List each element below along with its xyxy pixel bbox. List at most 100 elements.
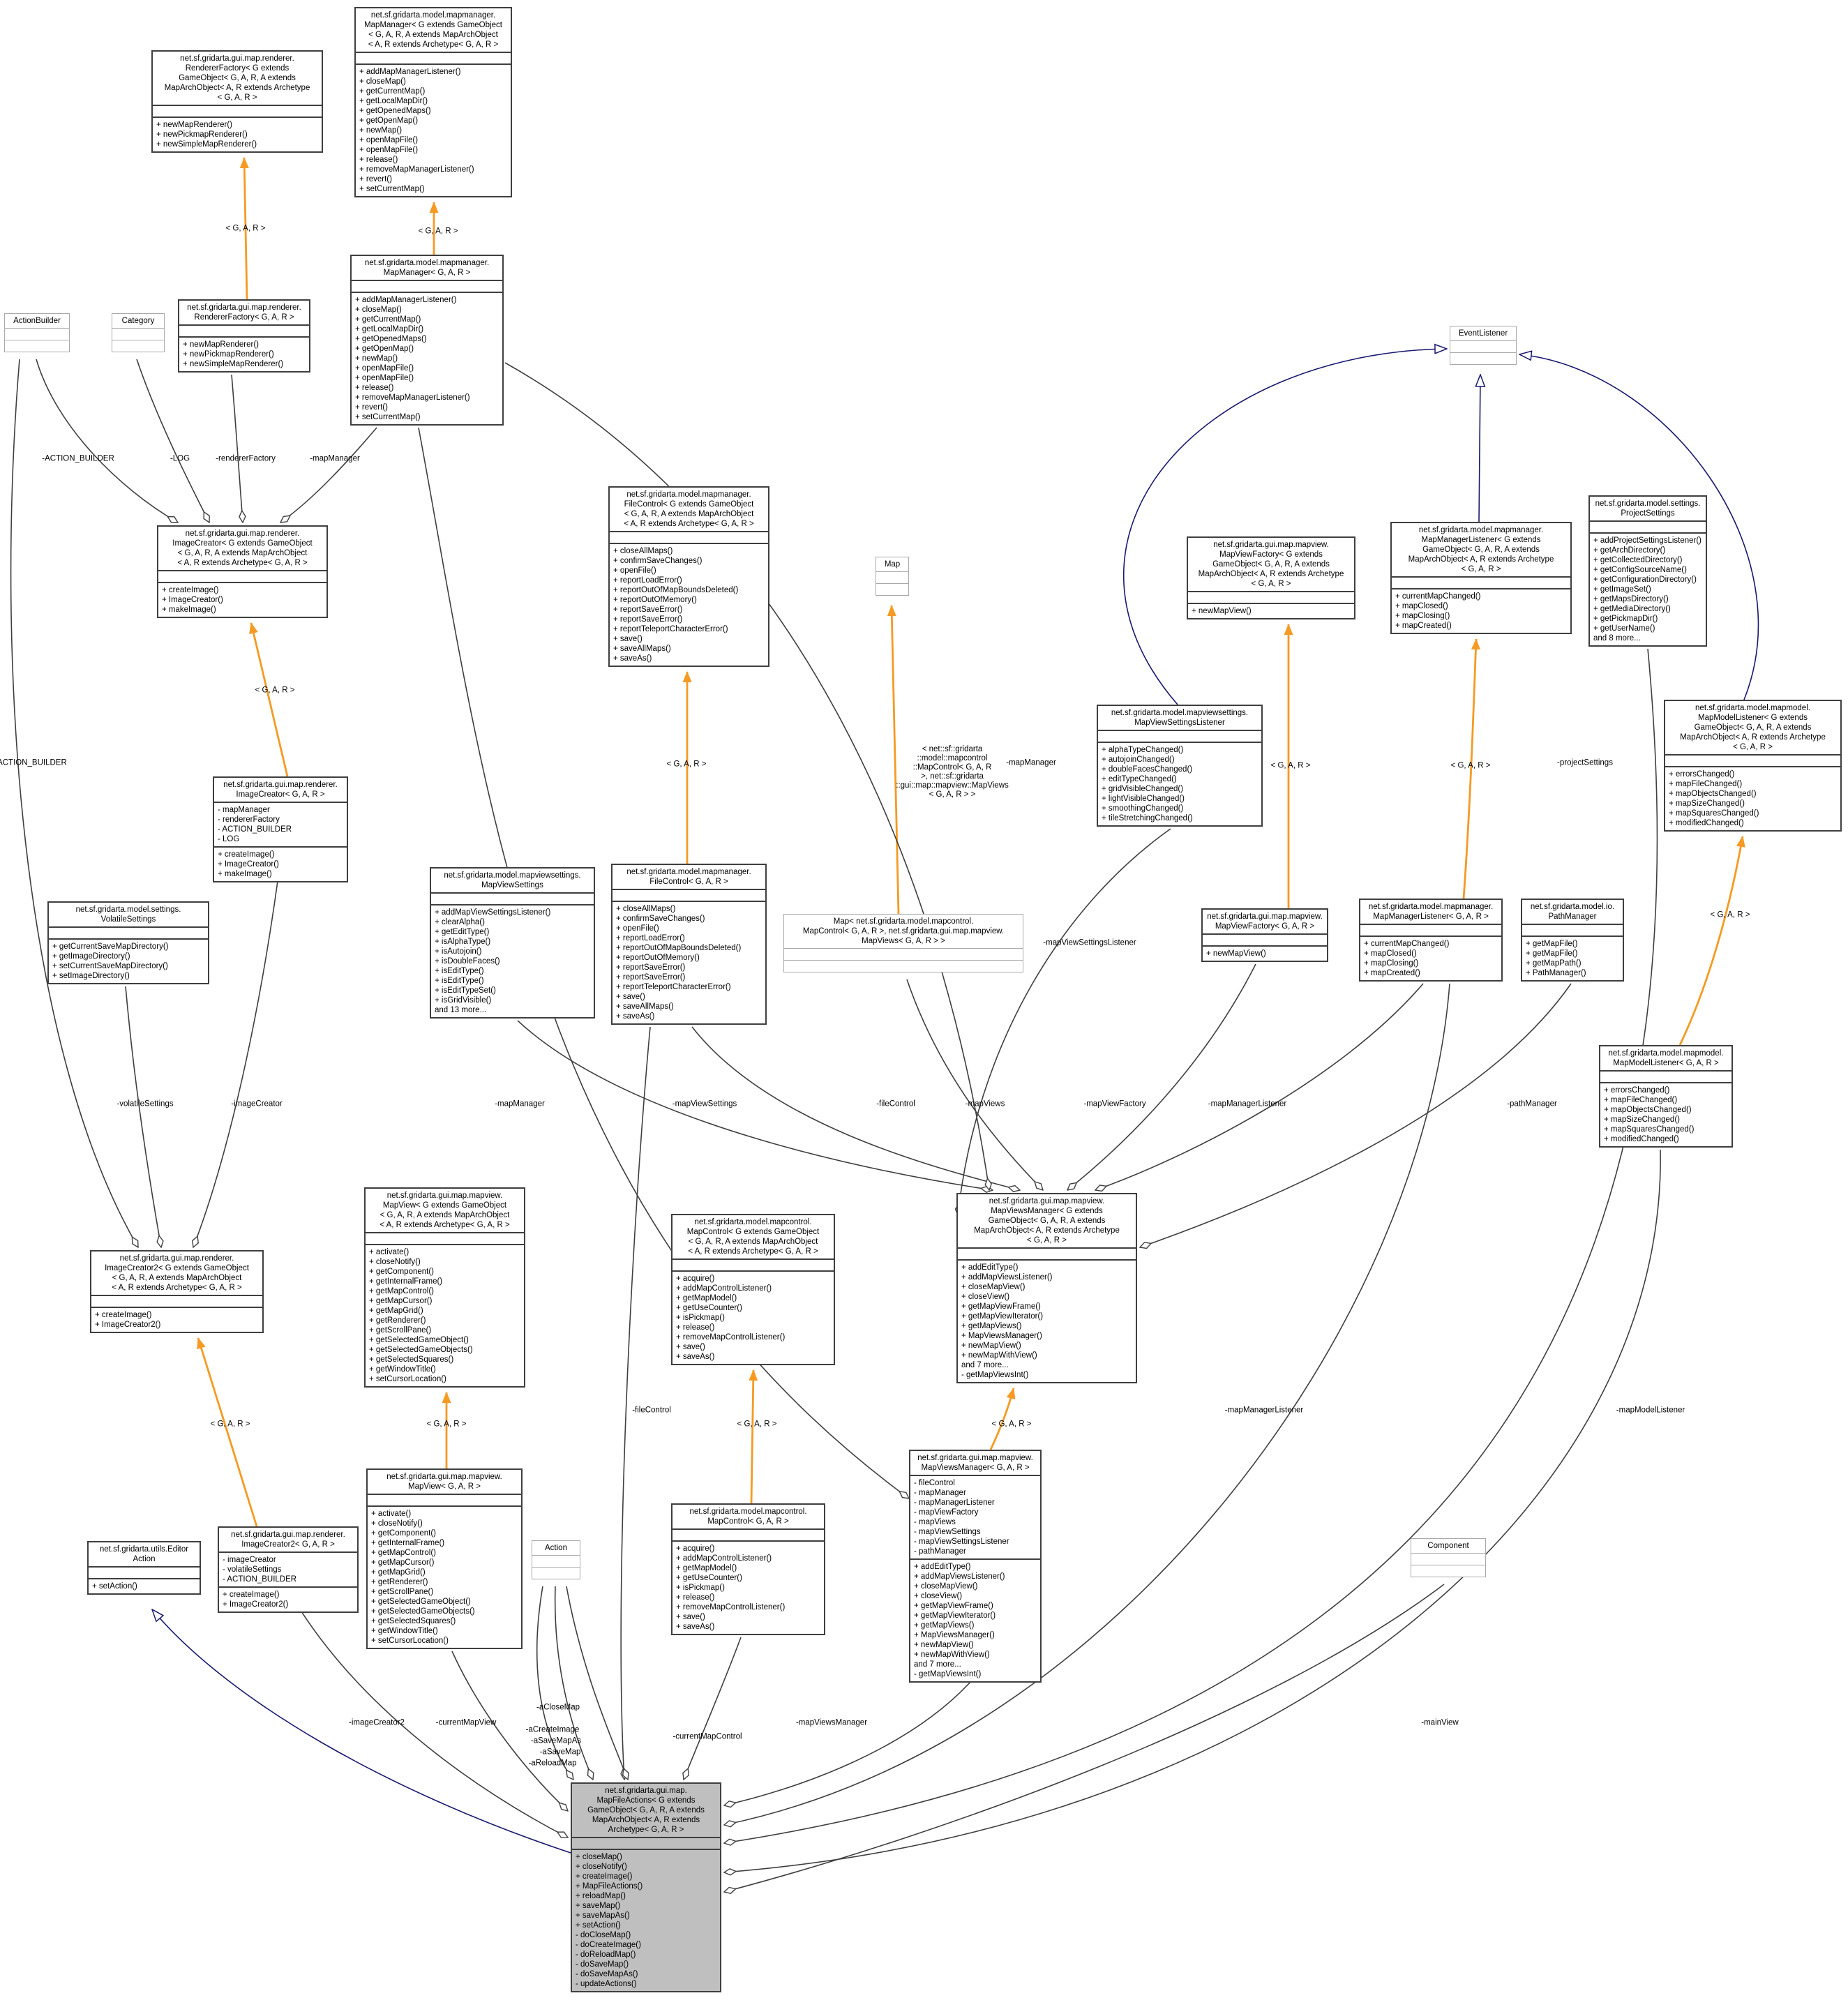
class-fields <box>1522 924 1623 935</box>
uml-edge-assoc-19 <box>280 427 377 523</box>
class-title: net.sf.gridarta.gui.map.mapview. MapView… <box>386 1473 502 1491</box>
edge-label: -rendererFactory <box>216 454 276 463</box>
class-methods <box>876 583 908 595</box>
edge-label: -pathManager <box>1507 1099 1557 1109</box>
class-methods <box>532 1567 580 1579</box>
class-title: Category <box>121 317 155 325</box>
class-box-mapcontrol-gar[interactable]: net.sf.gridarta.model.mapcontrol. MapCon… <box>671 1503 825 1635</box>
class-box-map-instantiation[interactable]: Map< net.sf.gridarta.model.mapcontrol. M… <box>783 914 1023 972</box>
class-box-mapmodellistener-gar[interactable]: net.sf.gridarta.model.mapmodel. MapModel… <box>1599 1045 1733 1148</box>
class-fields <box>876 571 908 583</box>
class-box-component-small[interactable]: Component <box>1411 1538 1486 1577</box>
class-fields <box>112 328 164 340</box>
class-box-action-small[interactable]: Action <box>532 1540 580 1579</box>
uml-edge-tmpl-10 <box>749 1369 758 1504</box>
class-methods: + alphaTypeChanged() + autojoinChanged()… <box>1098 742 1261 825</box>
class-box-eventlistener[interactable]: EventListener <box>1450 326 1517 365</box>
class-box-imagecreator-generic[interactable]: net.sf.gridarta.gui.map.renderer. ImageC… <box>157 525 328 618</box>
class-methods: + currentMapChanged() + mapClosed() + ma… <box>1360 935 1501 980</box>
edge-label: -projectSettings <box>1557 758 1613 767</box>
class-box-filecontrol-gar[interactable]: net.sf.gridarta.model.mapmanager. FileCo… <box>611 864 767 1025</box>
class-fields <box>153 105 322 117</box>
edge-label: -aCreateImage <box>525 1725 580 1734</box>
class-methods: + createImage() + ImageCreator() + makeI… <box>214 846 347 881</box>
class-box-filecontrol-generic[interactable]: net.sf.gridarta.model.mapmanager. FileCo… <box>608 486 769 667</box>
uml-edge-inherit-13 <box>1479 375 1480 523</box>
edge-label: < G, A, R > <box>1710 910 1750 919</box>
class-fields <box>784 948 1023 960</box>
class-title: net.sf.gridarta.gui.map.renderer. ImageC… <box>105 1254 249 1292</box>
edge-label: -ACTION_BUILDER <box>0 758 67 767</box>
class-methods: + addMapManagerListener() + closeMap() +… <box>356 63 511 196</box>
class-methods: + createImage() + ImageCreator2() <box>219 1586 357 1611</box>
edge-label: -mapManager <box>1006 758 1056 767</box>
class-methods: + errorsChanged() + mapFileChanged() + m… <box>1600 1082 1731 1146</box>
class-box-mapviewfactory-gar[interactable]: net.sf.gridarta.gui.map.mapview. MapView… <box>1201 908 1328 962</box>
class-box-mapviewsettings[interactable]: net.sf.gridarta.model.mapviewsettings. M… <box>430 867 595 1019</box>
class-box-mapfileactions[interactable]: net.sf.gridarta.gui.map. MapFileActions<… <box>571 1782 721 1992</box>
edge-label: -fileControl <box>876 1099 915 1109</box>
class-box-mapview-generic[interactable]: net.sf.gridarta.gui.map.mapview. MapView… <box>364 1187 525 1388</box>
class-box-mapcontrol-generic[interactable]: net.sf.gridarta.model.mapcontrol. MapCon… <box>671 1214 835 1365</box>
class-box-imagecreator-gar[interactable]: net.sf.gridarta.gui.map.renderer. ImageC… <box>213 776 348 882</box>
class-fields <box>613 889 765 901</box>
class-box-actionbuilder[interactable]: ActionBuilder <box>4 313 70 352</box>
uml-edge-assoc-17 <box>136 359 209 523</box>
class-methods <box>1450 352 1516 364</box>
class-title: net.sf.gridarta.model.settings. Volatile… <box>75 905 181 924</box>
class-box-imagecreator2-generic[interactable]: net.sf.gridarta.gui.map.renderer. ImageC… <box>90 1250 264 1333</box>
class-title: net.sf.gridarta.model.mapcontrol. MapCon… <box>686 1218 820 1256</box>
class-fields <box>532 1555 580 1567</box>
class-fields <box>368 1494 521 1505</box>
class-fields <box>610 531 768 543</box>
class-title: net.sf.gridarta.gui.map.mapview. MapView… <box>1198 541 1344 588</box>
class-methods: + addEditType() + addMapViewsListener() … <box>958 1259 1136 1382</box>
class-box-mapmanagerlistener-generic[interactable]: net.sf.gridarta.model.mapmanager. MapMan… <box>1390 522 1572 634</box>
class-box-mapview-gar[interactable]: net.sf.gridarta.gui.map.mapview. MapView… <box>366 1468 523 1649</box>
edge-label: < G, A, R > <box>418 227 458 236</box>
class-title: net.sf.gridarta.model.mapmodel. MapModel… <box>1680 704 1826 751</box>
class-fields <box>1665 754 1840 766</box>
class-box-mapviewfactory-generic[interactable]: net.sf.gridarta.gui.map.mapview. MapView… <box>1187 536 1355 619</box>
class-title: ActionBuilder <box>13 317 61 325</box>
class-box-map-small[interactable]: Map <box>876 557 909 596</box>
edge-label: -mapViewSettingsListener <box>1043 938 1136 947</box>
class-methods: + newMapRenderer() + newPickmapRenderer(… <box>153 117 322 151</box>
edge-label: -imageCreator2 <box>349 1718 405 1727</box>
class-title: net.sf.gridarta.gui.map. MapFileActions<… <box>587 1787 705 1834</box>
class-title: net.sf.gridarta.model.mapviewsettings. M… <box>1111 709 1249 727</box>
uml-edge-tmpl-8 <box>197 1337 258 1527</box>
class-box-editoraction[interactable]: net.sf.gridarta.utils.Editor Action + se… <box>87 1541 201 1595</box>
class-fields: - imageCreator - volatileSettings - ACTI… <box>219 1551 357 1586</box>
class-box-pathmanager[interactable]: net.sf.gridarta.model.io. PathManager + … <box>1521 899 1624 982</box>
class-box-mapmodellistener-generic[interactable]: net.sf.gridarta.model.mapmodel. MapModel… <box>1664 700 1842 832</box>
class-box-mapmanager-gar[interactable]: net.sf.gridarta.model.mapmanager. MapMan… <box>350 255 504 426</box>
class-box-mapviewsmanager-gar[interactable]: net.sf.gridarta.gui.map.mapview. MapView… <box>909 1450 1042 1683</box>
class-box-projectsettings[interactable]: net.sf.gridarta.model.settings. ProjectS… <box>1588 495 1707 647</box>
class-box-mapmanagerlistener-gar[interactable]: net.sf.gridarta.model.mapmanager. MapMan… <box>1359 899 1503 982</box>
class-title: Map <box>884 560 901 569</box>
class-methods: + addMapManagerListener() + closeMap() +… <box>352 292 502 424</box>
class-methods: + closeAllMaps() + confirmSaveChanges() … <box>613 901 765 1023</box>
edge-label: -LOG <box>170 454 190 463</box>
class-box-mapmanager-generic[interactable]: net.sf.gridarta.model.mapmanager. MapMan… <box>354 7 512 197</box>
class-fields <box>179 324 309 336</box>
class-title: net.sf.gridarta.utils.Editor Action <box>99 1545 189 1563</box>
edge-label: -currentMapControl <box>673 1732 742 1741</box>
class-box-category[interactable]: Category <box>112 313 165 352</box>
class-title: EventListener <box>1458 329 1508 338</box>
edge-label: -mapViewsManager <box>795 1718 868 1727</box>
class-fields <box>1450 340 1516 352</box>
class-box-mapviewsettingslistener[interactable]: net.sf.gridarta.model.mapviewsettings. M… <box>1097 705 1263 827</box>
class-fields <box>1203 933 1327 945</box>
class-fields <box>356 52 511 63</box>
class-box-rendererfactory-gar[interactable]: net.sf.gridarta.gui.map.renderer. Render… <box>178 299 310 373</box>
class-box-mapviewsmanager-generic[interactable]: net.sf.gridarta.gui.map.mapview. MapView… <box>956 1193 1137 1383</box>
class-box-rendererfactory-generic[interactable]: net.sf.gridarta.gui.map.renderer. Render… <box>151 50 323 153</box>
class-box-imagecreator2-gar[interactable]: net.sf.gridarta.gui.map.renderer. ImageC… <box>218 1526 359 1613</box>
class-title: net.sf.gridarta.model.mapmanager. MapMan… <box>1368 903 1494 921</box>
class-methods: + createImage() + ImageCreator2() <box>91 1307 262 1332</box>
class-box-volatilesettings[interactable]: net.sf.gridarta.model.settings. Volatile… <box>47 901 209 984</box>
uml-edge-tmpl-11 <box>989 1388 1016 1450</box>
class-methods: + getCurrentSaveMapDirectory() + getImag… <box>49 938 208 983</box>
